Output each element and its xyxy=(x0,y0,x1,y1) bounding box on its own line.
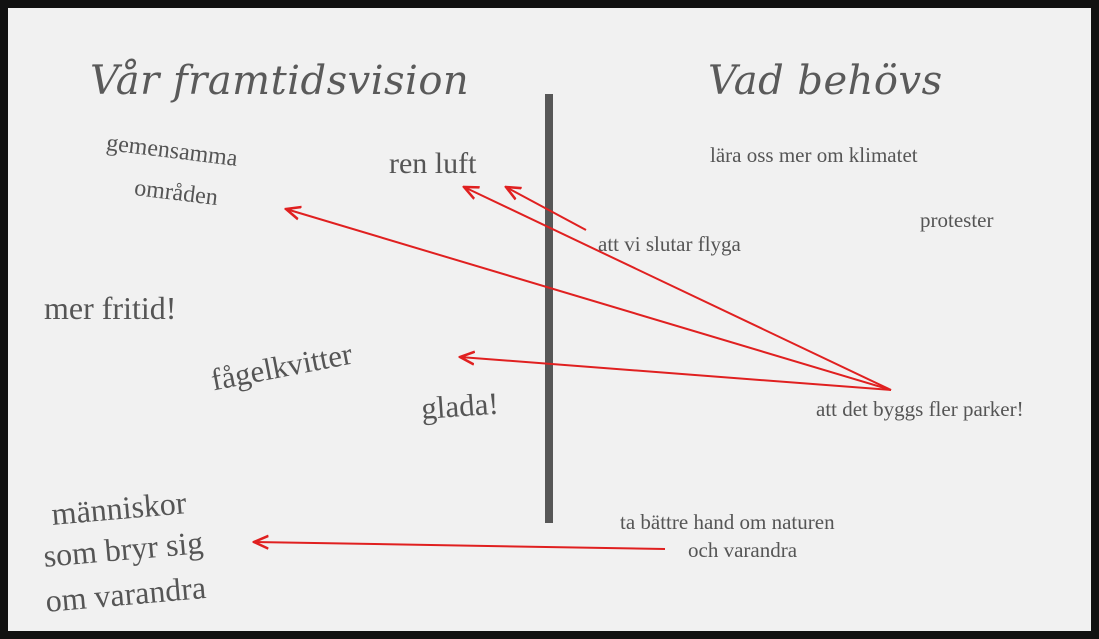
arrow-parker-to-fagelkvitter xyxy=(460,357,892,391)
vision-ren-luft: ren luft xyxy=(389,147,477,180)
arrow-parker-to-ren-luft xyxy=(464,187,892,391)
heading-needs: Vad behövs xyxy=(708,58,943,104)
center-divider xyxy=(545,94,553,523)
arrow-naturen-to-manniskor xyxy=(254,542,666,550)
arrow-layer xyxy=(8,8,892,550)
arrow-parker-to-gemensamma xyxy=(286,209,892,391)
need-sluta-flyga: att vi slutar flyga xyxy=(598,232,741,256)
need-naturen-line2: och varandra xyxy=(688,538,798,562)
arrow-flyga-to-ren-luft xyxy=(506,187,587,231)
need-fler-parker: att det byggs fler parker! xyxy=(816,397,1024,421)
need-klimatet: lära oss mer om klimatet xyxy=(710,143,918,167)
need-naturen-line1: ta bättre hand om naturen xyxy=(620,510,835,534)
need-protester: protester xyxy=(920,208,994,232)
canvas: Vår framtidsvision Vad behövs gemensamma… xyxy=(8,8,1091,631)
vision-mer-fritid: mer fritid! xyxy=(44,290,177,326)
heading-vision: Vår framtidsvision xyxy=(90,58,470,104)
